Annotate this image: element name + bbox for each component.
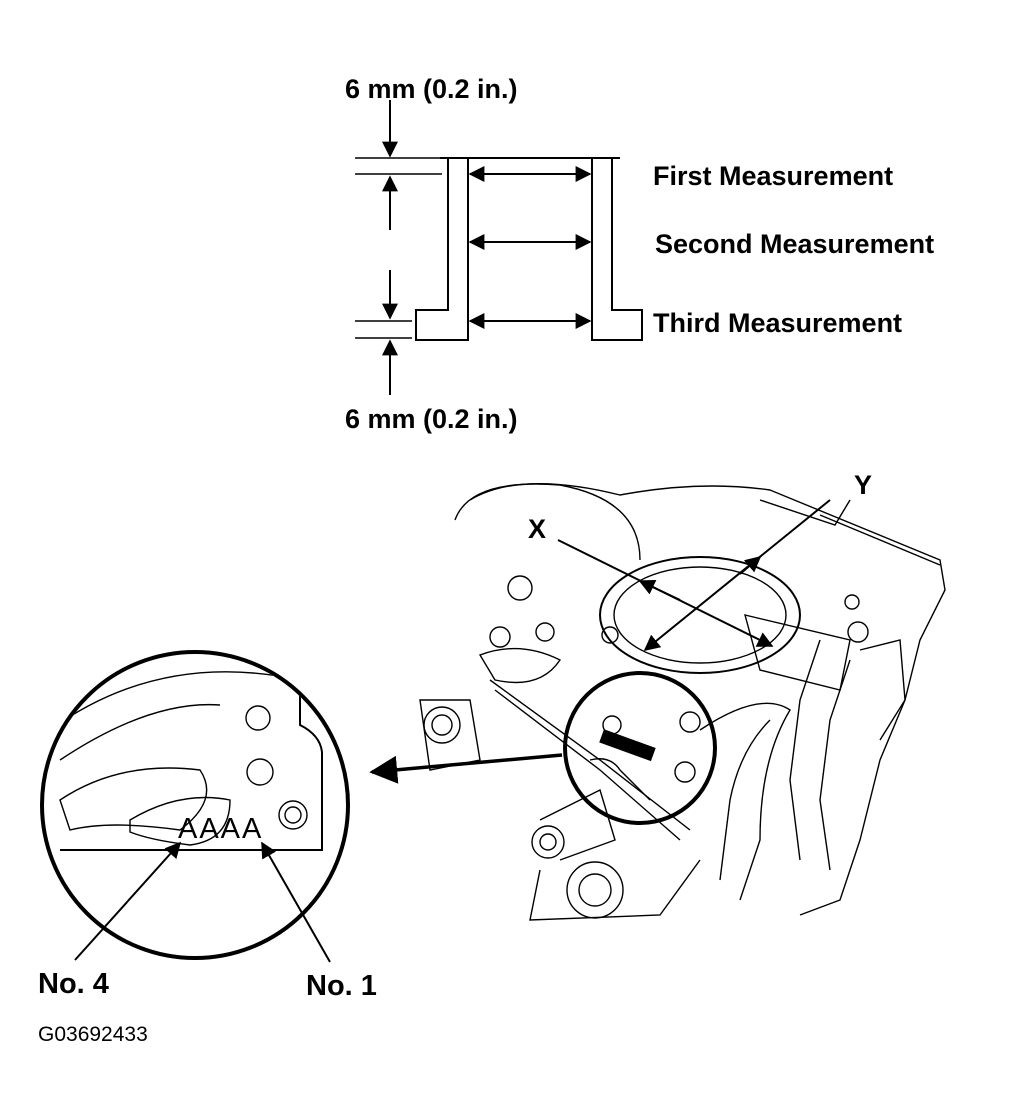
no-4-label: No. 4 bbox=[38, 968, 109, 1000]
right-wall bbox=[591, 157, 643, 341]
cylinder-bore-top bbox=[454, 483, 641, 561]
detail-pointer-arrow bbox=[369, 753, 563, 784]
axis-y-arrow bbox=[643, 499, 831, 652]
stamp-mark bbox=[599, 729, 656, 762]
top-dimension-label: 6 mm (0.2 in.) bbox=[345, 74, 518, 104]
detail-view-circle bbox=[40, 650, 350, 960]
axis-y-label: Y bbox=[854, 470, 872, 500]
no-1-pointer bbox=[261, 841, 331, 963]
axis-x-label: X bbox=[528, 514, 546, 544]
bolt-head-lower bbox=[531, 825, 565, 859]
bottom-dimension-label: 6 mm (0.2 in.) bbox=[345, 404, 518, 434]
no-4-pointer bbox=[74, 841, 182, 961]
third-measurement-label: Third Measurement bbox=[653, 308, 902, 338]
second-measurement-label: Second Measurement bbox=[655, 229, 934, 259]
no-1-label: No. 1 bbox=[306, 970, 377, 1002]
figure-id: G03692433 bbox=[38, 1023, 148, 1046]
first-measurement-label: First Measurement bbox=[653, 161, 893, 191]
bore-cross-section: 6 mm (0.2 in.) 6 mm (0.2 in.) First Meas… bbox=[345, 74, 934, 434]
stamp-code: AAAA bbox=[178, 813, 263, 845]
engine-block-illustration: X Y bbox=[419, 470, 946, 921]
cylinder-bore-main bbox=[599, 556, 801, 674]
detail-magnifier-circle bbox=[563, 671, 717, 825]
detail-view: AAAA No. 4 No. 1 bbox=[38, 650, 377, 1002]
bolt-head-left bbox=[423, 706, 461, 744]
left-wall bbox=[415, 157, 469, 341]
